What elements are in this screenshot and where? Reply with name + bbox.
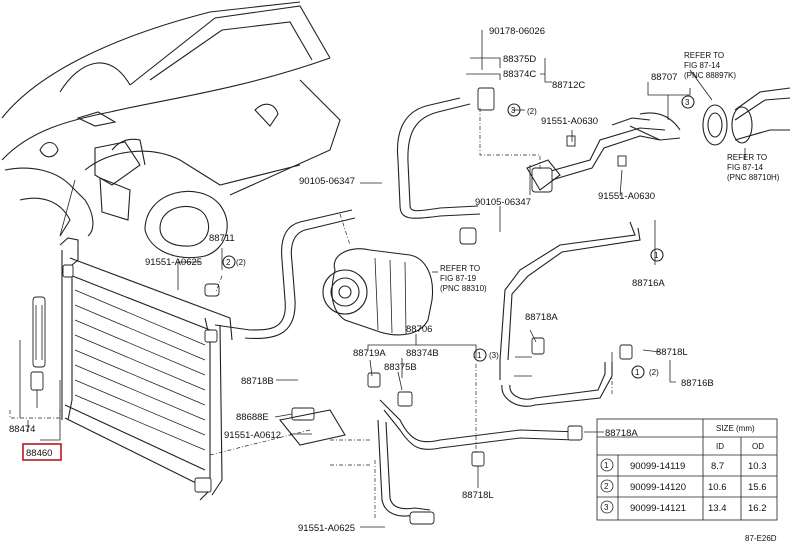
size-row-id: 10.6 — [708, 482, 727, 493]
highlight-88460-box — [22, 443, 62, 461]
size-table — [596, 418, 778, 521]
expansion-valve-illustration — [566, 87, 791, 167]
callout-circle-3-right — [681, 95, 695, 109]
size-row-od: 16.2 — [748, 503, 767, 514]
label-88375b: 88375B — [384, 362, 417, 373]
callout-circle-1-mid — [473, 348, 487, 362]
refer-comp-line1: REFER TO — [440, 264, 480, 273]
refer-comp-line3: (PNC 88310) — [440, 284, 487, 293]
size-row-od: 15.6 — [748, 482, 767, 493]
size-row-part: 90099-14120 — [630, 482, 686, 493]
size-row-part: 90099-14119 — [630, 461, 685, 472]
label-qty-2-left: (2) — [236, 258, 246, 267]
label-88706: 88706 — [406, 324, 432, 335]
leader-lines — [9, 30, 746, 528]
label-90178-06026: 90178-06026 — [489, 26, 545, 37]
refer-right-line2: FIG 87-14 — [727, 163, 764, 172]
label-91551-a0625-top: 91551-A0625 — [145, 257, 202, 268]
car-illustration — [1, 1, 341, 258]
callout-circle-2-left — [222, 255, 236, 269]
refer-top-line1: REFER TO — [684, 51, 724, 60]
label-88711: 88711 — [209, 233, 235, 244]
size-row-no: 2 — [604, 482, 609, 491]
size-row-no: 1 — [604, 461, 609, 470]
label-88716b: 88716B — [681, 378, 714, 389]
receiver-dryer-88474 — [19, 296, 61, 441]
size-row-no: 3 — [604, 503, 609, 512]
part-labels: 90178-06026 88375D 88374C 88712C (2) 915… — [9, 26, 780, 543]
label-88718b: 88718B — [241, 376, 274, 387]
label-qty-2-lower: (2) — [649, 368, 659, 377]
label-88718l-bottom: 88718L — [462, 490, 494, 501]
label-91551-a0625-bottom: 91551-A0625 — [298, 523, 355, 534]
callout-3-right: 3 — [685, 98, 690, 107]
label-88716a: 88716A — [632, 278, 665, 289]
refer-top-line2: FIG 87-14 — [684, 61, 721, 70]
refer-right-line1: REFER TO — [727, 153, 767, 162]
bracket-88712c — [526, 159, 561, 195]
size-table-header-id: ID — [716, 442, 724, 451]
label-91551-a0630-top: 91551-A0630 — [541, 116, 598, 127]
figure-code: 87-E26D — [745, 534, 777, 543]
compressor-illustration — [322, 248, 434, 336]
callout-1-right: 1 — [654, 251, 659, 260]
callout-1-mid: 1 — [477, 351, 482, 360]
label-88375d: 88375D — [503, 54, 536, 65]
size-row-id: 8.7 — [711, 461, 724, 472]
label-88712c: 88712C — [552, 80, 585, 91]
label-88374b: 88374B — [406, 348, 439, 359]
label-90105-06347-mid: 90105-06347 — [475, 197, 531, 208]
label-91551-a0630-mid: 91551-A0630 — [598, 191, 655, 202]
callout-1-lower: 1 — [635, 368, 640, 377]
label-88474: 88474 — [9, 424, 35, 435]
size-row-id: 13.4 — [708, 503, 727, 514]
refer-top-line3: (PNC 88897K) — [684, 71, 736, 80]
size-row-part: 90099-14121 — [630, 503, 686, 514]
callout-2-left: 2 — [226, 258, 231, 267]
refer-comp-line2: FIG 87-19 — [440, 274, 477, 283]
pipe-network — [204, 87, 666, 525]
condenser-assembly — [59, 237, 233, 501]
callout-3-top: 3 — [511, 106, 516, 115]
label-90105-06347-left: 90105-06347 — [299, 176, 355, 187]
callout-markers — [222, 95, 695, 379]
size-table-header-od: OD — [752, 442, 764, 451]
label-qty-3-mid: (3) — [489, 351, 499, 360]
label-qty-2-top: (2) — [527, 107, 537, 116]
label-88718a-top: 88718A — [525, 312, 558, 323]
callout-circle-1-lower — [631, 365, 645, 379]
label-88688e: 88688E — [236, 412, 269, 423]
label-88719a: 88719A — [353, 348, 386, 359]
callout-circle-3-top — [507, 103, 521, 117]
callout-circle-1-right — [650, 248, 664, 262]
label-88718a-bottom: 88718A — [605, 428, 638, 439]
label-88460: 88460 — [26, 448, 52, 459]
label-88374c: 88374C — [503, 69, 536, 80]
label-88707: 88707 — [651, 72, 677, 83]
label-91551-a0612: 91551-A0612 — [224, 430, 281, 441]
size-row-od: 10.3 — [748, 461, 767, 472]
label-88718l-right: 88718L — [656, 347, 688, 358]
size-table-title: SIZE (mm) — [716, 424, 755, 433]
refer-right-line3: (PNC 88710H) — [727, 173, 780, 182]
